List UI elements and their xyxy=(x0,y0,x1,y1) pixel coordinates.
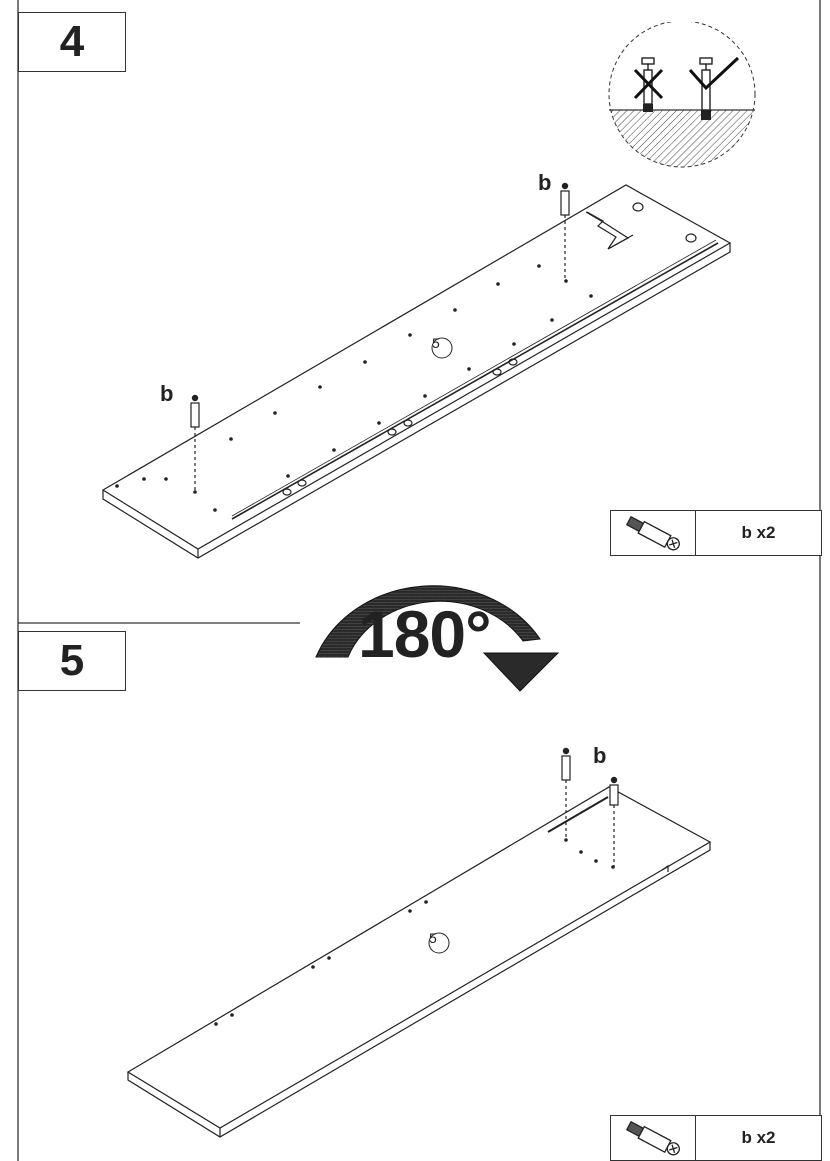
step-4-fastener-label-right: b xyxy=(538,170,551,196)
rotate-arrow-icon xyxy=(315,585,560,692)
step-5-part-label-text: 5 xyxy=(429,930,437,946)
step-4-dowel-left xyxy=(190,394,200,492)
step-5-dowel-right xyxy=(609,776,619,867)
cam-dowel-icon xyxy=(625,515,680,551)
step-4-parts-icon-cell xyxy=(611,511,696,555)
rotation-label: 180° xyxy=(358,597,492,671)
step-4-part-label: 5 xyxy=(432,335,440,351)
step-4-fastener-label-left: b xyxy=(160,381,173,407)
step-4-dowel-right xyxy=(560,182,570,281)
cross-mark-icon xyxy=(633,68,664,100)
step-4-number: 4 xyxy=(18,12,126,72)
step-5-fastener-text: b xyxy=(593,743,607,768)
step-5-dowel-left xyxy=(561,747,571,840)
step-4-fastener-left-text: b xyxy=(160,381,174,406)
step-5-part-label: 5 xyxy=(429,930,437,946)
cam-dowel-icon xyxy=(625,1120,680,1156)
step-5-number: 5 xyxy=(18,631,126,691)
step-4-part-marker xyxy=(431,337,453,359)
step-4-fastener-right-text: b xyxy=(538,170,552,195)
insertion-detail xyxy=(608,22,756,168)
step-4-part-label-text: 5 xyxy=(432,335,440,351)
step-4-board xyxy=(101,182,732,559)
step-5-parts-box: b x2 xyxy=(610,1115,822,1161)
step-5-number-text: 5 xyxy=(59,636,85,685)
step-5-fastener-count: b x2 xyxy=(741,1128,776,1147)
step-4-number-text: 4 xyxy=(59,17,85,66)
step-5-part-marker xyxy=(428,932,450,954)
step-5-fastener-label: b xyxy=(593,743,606,769)
check-mark-icon xyxy=(688,56,740,91)
step-4-parts-box: b x2 xyxy=(610,510,822,556)
step-4-fastener-count: b x2 xyxy=(741,523,776,542)
step-5-parts-icon-cell xyxy=(611,1116,696,1160)
